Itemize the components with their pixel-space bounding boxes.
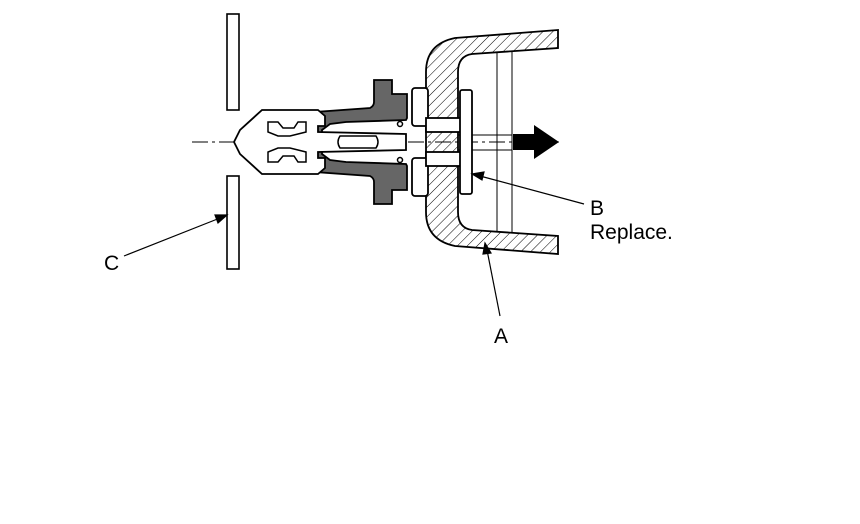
panel-c — [226, 13, 240, 270]
pull-direction-arrow — [513, 125, 559, 159]
label-a: A — [494, 325, 509, 348]
leader-a-arrowhead — [482, 241, 492, 255]
leader-lines — [123, 171, 585, 317]
panel-c-upper — [226, 13, 240, 111]
clip-pin — [232, 109, 407, 175]
leader-b — [479, 175, 585, 205]
leader-c — [123, 217, 221, 257]
clip-body — [314, 79, 408, 138]
label-c: C — [104, 252, 120, 275]
grommet-b — [411, 87, 473, 197]
leader-b-arrowhead — [470, 171, 485, 181]
leader-a — [486, 249, 501, 317]
leader-c-arrowhead — [214, 214, 229, 225]
clip-pin-details — [267, 120, 404, 164]
clip-body-lower — [314, 146, 408, 205]
label-b: B — [590, 197, 605, 220]
trim-a-hatched-section — [425, 29, 559, 255]
panel-c-lower — [226, 175, 240, 270]
label-b-note: Replace. — [590, 221, 673, 244]
